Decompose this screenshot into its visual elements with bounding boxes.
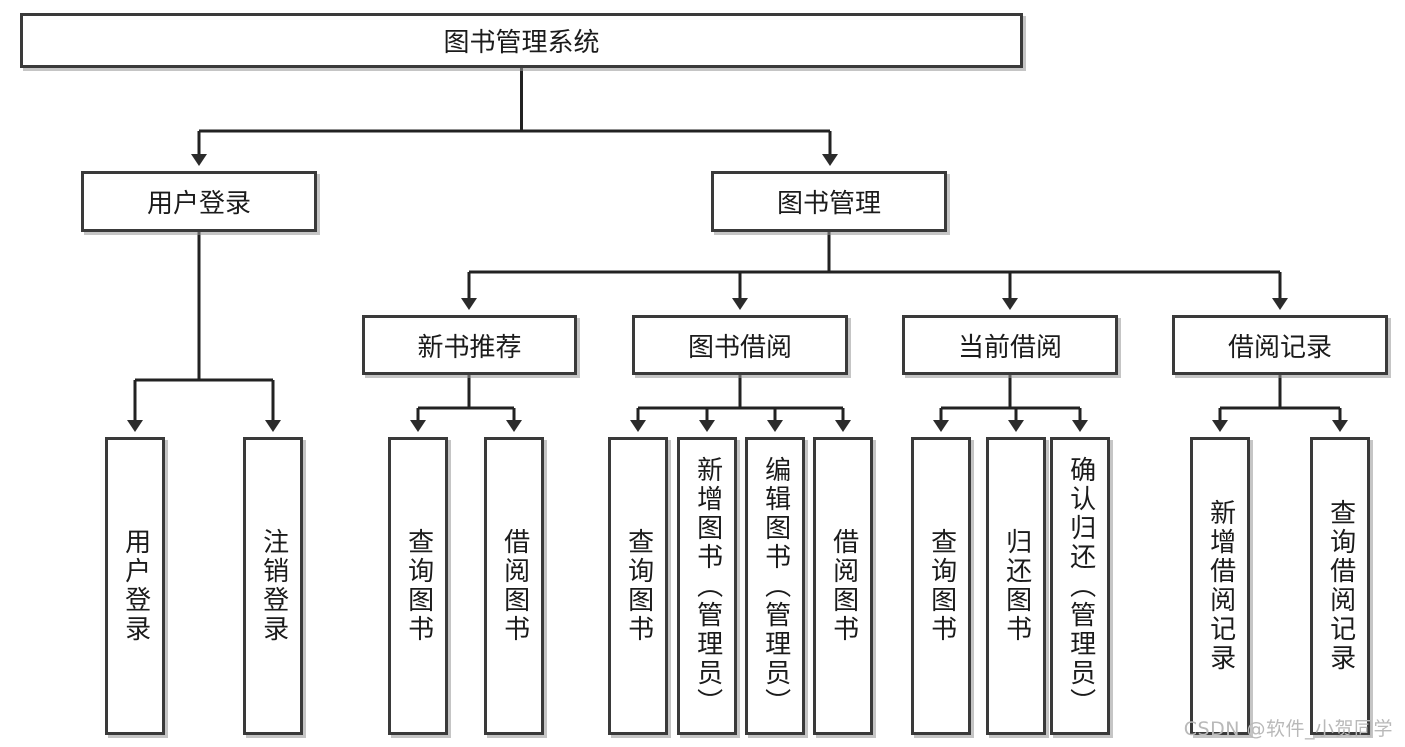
leaf-return-book[interactable]: 归还图书 bbox=[986, 437, 1046, 735]
leaf-edit-book-admin[interactable]: 编辑图书（管理员） bbox=[745, 437, 805, 735]
leaf-query-book-borrow[interactable]: 查询图书 bbox=[608, 437, 668, 735]
connector-bookmgmt-to-level3 bbox=[461, 232, 1288, 310]
leaf-borrow-book-recommend[interactable]: 借阅图书 bbox=[484, 437, 544, 735]
node-current-borrow[interactable]: 当前借阅 bbox=[902, 315, 1118, 375]
leaf-query-book-borrow-label: 查询图书 bbox=[623, 528, 654, 644]
leaf-add-book-admin[interactable]: 新增图书（管理员） bbox=[677, 437, 737, 735]
connector-borrowbook-to-leaves bbox=[630, 375, 851, 432]
leaf-logout-label: 注销登录 bbox=[258, 528, 289, 644]
node-current-borrow-label: 当前借阅 bbox=[957, 332, 1062, 363]
leaf-edit-book-admin-label: 编辑图书（管理员） bbox=[760, 455, 791, 717]
csdn-watermark: CSDN @软件_小贺同学 bbox=[1183, 718, 1393, 740]
node-root-system[interactable]: 图书管理系统 bbox=[20, 13, 1023, 68]
leaf-add-book-admin-label: 新增图书（管理员） bbox=[692, 455, 723, 717]
leaf-user-login[interactable]: 用户登录 bbox=[105, 437, 165, 735]
node-root-label: 图书管理系统 bbox=[443, 28, 600, 58]
connector-root-to-level2 bbox=[191, 68, 838, 166]
node-borrow-record-label: 借阅记录 bbox=[1227, 332, 1332, 363]
node-new-book-recommend-label: 新书推荐 bbox=[417, 332, 522, 363]
leaf-user-login-label: 用户登录 bbox=[120, 528, 151, 644]
node-book-management-label: 图书管理 bbox=[776, 189, 881, 219]
node-book-borrow[interactable]: 图书借阅 bbox=[632, 315, 848, 375]
leaf-add-borrow-record-label: 新增借阅记录 bbox=[1205, 499, 1236, 673]
node-borrow-record[interactable]: 借阅记录 bbox=[1172, 315, 1388, 375]
connector-currentborrow-to-leaves bbox=[933, 375, 1088, 432]
leaf-logout[interactable]: 注销登录 bbox=[243, 437, 303, 735]
connector-newbook-to-leaves bbox=[410, 375, 522, 432]
connector-userlogin-to-leaves bbox=[127, 232, 281, 432]
leaf-query-borrow-record[interactable]: 查询借阅记录 bbox=[1310, 437, 1370, 735]
leaf-return-book-label: 归还图书 bbox=[1001, 528, 1032, 644]
leaf-borrow-book-label: 借阅图书 bbox=[828, 528, 859, 644]
node-book-borrow-label: 图书借阅 bbox=[687, 332, 792, 363]
node-new-book-recommend[interactable]: 新书推荐 bbox=[362, 315, 577, 375]
node-user-login[interactable]: 用户登录 bbox=[81, 171, 317, 232]
leaf-confirm-return-admin-label: 确认归还（管理员） bbox=[1065, 455, 1096, 717]
leaf-borrow-book[interactable]: 借阅图书 bbox=[813, 437, 873, 735]
leaf-add-borrow-record[interactable]: 新增借阅记录 bbox=[1190, 437, 1250, 735]
node-user-login-label: 用户登录 bbox=[146, 189, 251, 219]
leaf-query-book-recommend-label: 查询图书 bbox=[403, 528, 434, 644]
leaf-query-borrow-record-label: 查询借阅记录 bbox=[1325, 499, 1356, 673]
node-book-management[interactable]: 图书管理 bbox=[711, 171, 947, 232]
connector-borrowrecord-to-leaves bbox=[1212, 375, 1348, 432]
leaf-query-book-current-label: 查询图书 bbox=[926, 528, 957, 644]
leaf-query-book-current[interactable]: 查询图书 bbox=[911, 437, 971, 735]
leaf-borrow-book-recommend-label: 借阅图书 bbox=[499, 528, 530, 644]
leaf-confirm-return-admin[interactable]: 确认归还（管理员） bbox=[1050, 437, 1110, 735]
leaf-query-book-recommend[interactable]: 查询图书 bbox=[388, 437, 448, 735]
